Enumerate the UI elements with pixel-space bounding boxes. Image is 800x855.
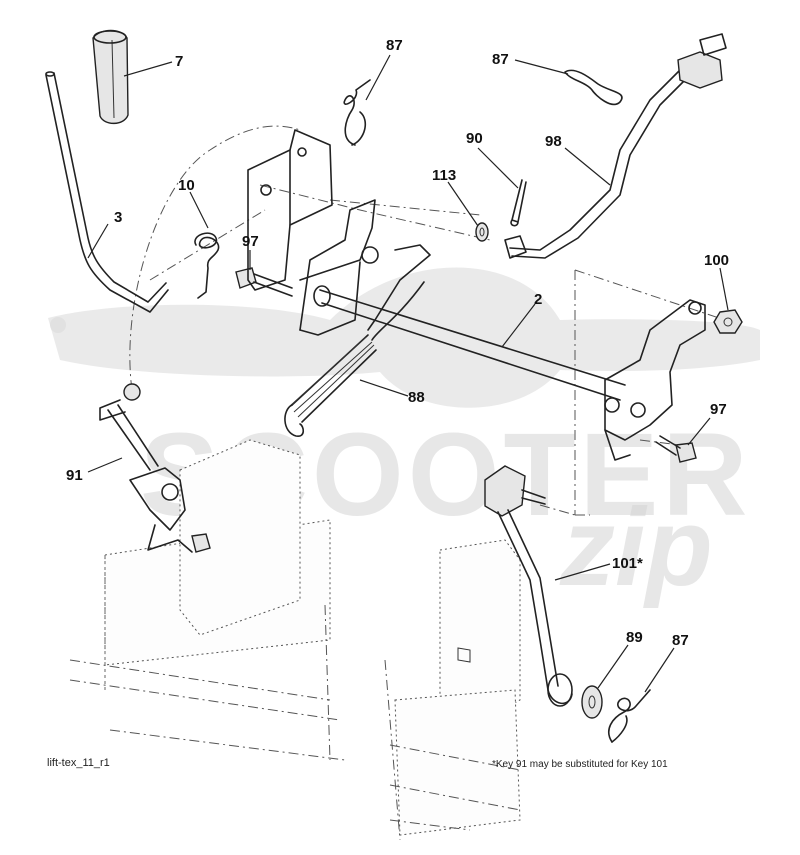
callout-97-left: 97 [242, 233, 259, 250]
callout-2: 2 [534, 291, 542, 308]
callout-87-bottom: 87 [672, 632, 689, 649]
callout-113: 113 [432, 167, 456, 184]
callout-97-right: 97 [710, 401, 727, 418]
part-100-nut [713, 309, 743, 334]
callout-10: 10 [178, 177, 195, 194]
part-87-hairpin-right [564, 69, 623, 106]
callout-100: 100 [704, 252, 729, 269]
deck-left [69, 439, 346, 761]
part-101-linkage [484, 465, 573, 707]
part-87-hairpin-top [343, 79, 371, 146]
callout-90: 90 [466, 130, 483, 147]
callout-3: 3 [114, 209, 122, 226]
watermark-script: zip [559, 486, 713, 609]
callout-89: 89 [626, 629, 643, 646]
callout-87-top: 87 [386, 37, 403, 54]
part-87-hairpin-bottom [608, 689, 651, 743]
part-7-handle-grip [92, 29, 129, 125]
part-88-extension-spring [284, 281, 425, 437]
callouts: 7 3 10 87 97 87 90 113 98 100 2 88 97 91… [66, 37, 729, 649]
part-91-linkage [99, 383, 211, 553]
part-2-lift-shaft [313, 285, 626, 401]
assembly-lines [129, 125, 741, 516]
part-89-washer [581, 685, 603, 719]
callout-101: 101* [612, 555, 643, 572]
part-90-cotter-pin [510, 179, 527, 227]
callout-87-right: 87 [492, 51, 509, 68]
lift-bracket [247, 129, 431, 336]
callout-98: 98 [545, 133, 562, 150]
diagram-id: lift-tex_11_r1 [47, 757, 110, 769]
part-98-lift-rod [504, 33, 727, 259]
callout-88: 88 [408, 389, 425, 406]
callout-7: 7 [175, 53, 183, 70]
leader-lines [87, 54, 729, 693]
part-113-washer [475, 222, 489, 242]
footnote: *Key 91 may be substituted for Key 101 [492, 759, 668, 770]
deck-right [384, 539, 521, 841]
callout-91: 91 [66, 467, 83, 484]
part-3-lift-lever [45, 71, 169, 313]
right-lift-arm [604, 299, 706, 461]
part-10-spring [194, 232, 220, 299]
part-97-bolt-left [235, 267, 293, 297]
part-97-bolt-right [655, 435, 697, 463]
